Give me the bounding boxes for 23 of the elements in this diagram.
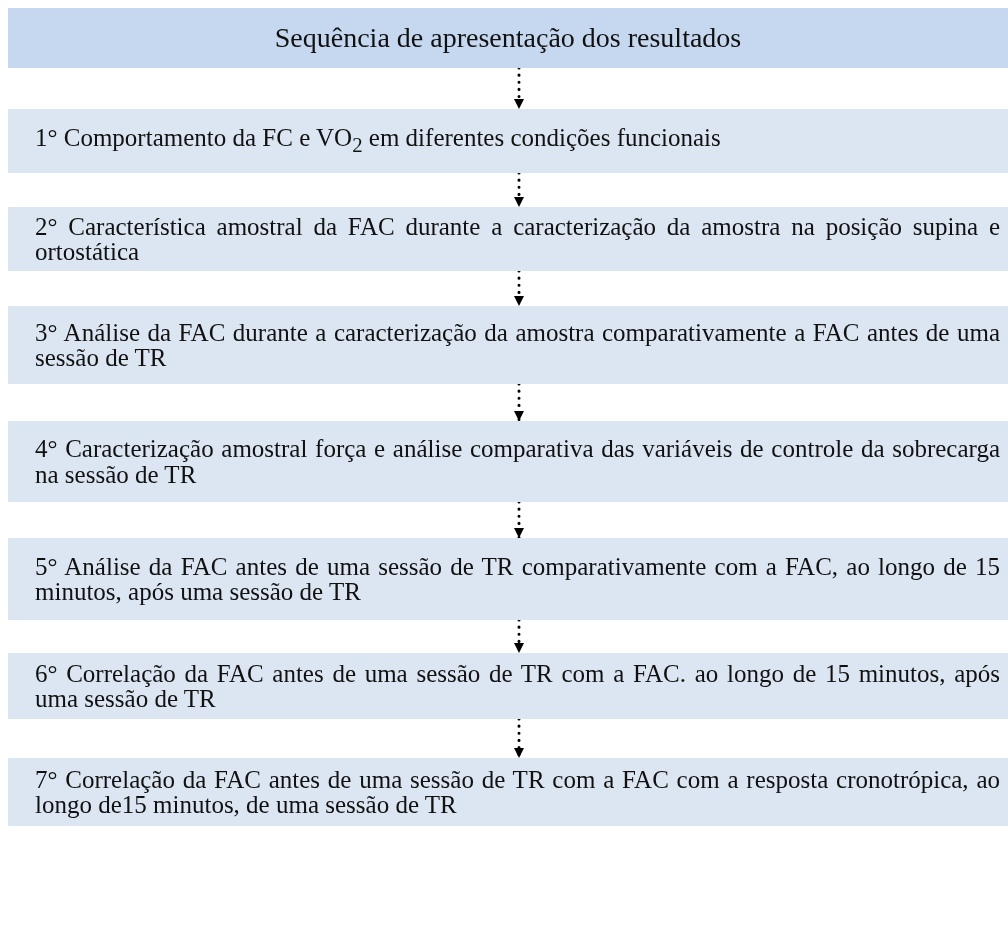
step-box: [8, 653, 1008, 719]
arrow: [514, 717, 524, 760]
step-text: 1° Comportamento da FC e VO$_{2}$ em diferentes condições funcionais: [35, 125, 721, 157]
arrow: [514, 500, 524, 540]
arrow: [514, 171, 524, 209]
step-box: [8, 421, 1008, 502]
step-text: 7° Correlação da FAC antes de uma sessão de TR com a FAC com a resposta cronotrópica, ao longo de15 minutos, de uma sessão de TR: [35, 766, 1000, 818]
step-box: [8, 207, 1008, 271]
step-box: [8, 306, 1008, 384]
arrow: [514, 66, 524, 111]
title-text: Sequência de apresentação dos resultados: [274, 23, 742, 53]
arrow: [514, 269, 524, 308]
step-text: 2° Característica amostral da FAC durante a caracterização da amostra na posição supina e ortostática: [35, 213, 1000, 265]
step-text: 6° Correlação da FAC antes de uma sessão de TR com a FAC. ao longo de 15 minutos, após uma sessão de TR: [35, 660, 1000, 712]
title-box: [8, 8, 1008, 68]
arrow: [514, 618, 524, 655]
step-box: [8, 538, 1008, 620]
step-box: [8, 758, 1008, 826]
step-text: 5° Análise da FAC antes de uma sessão de TR comparativamente com a FAC, ao longo de 15 minutos, após uma sessão de TR: [35, 553, 1000, 605]
step-text: 4° Caracterização amostral força e análise comparativa das variáveis de controle da sobrecarga na sessão de TR: [35, 436, 1000, 487]
arrow: [514, 382, 524, 423]
step-box: [8, 109, 1008, 173]
step-text: 3° Análise da FAC durante a caracterização da amostra comparativamente a FAC antes de uma sessão de TR: [35, 319, 1000, 371]
